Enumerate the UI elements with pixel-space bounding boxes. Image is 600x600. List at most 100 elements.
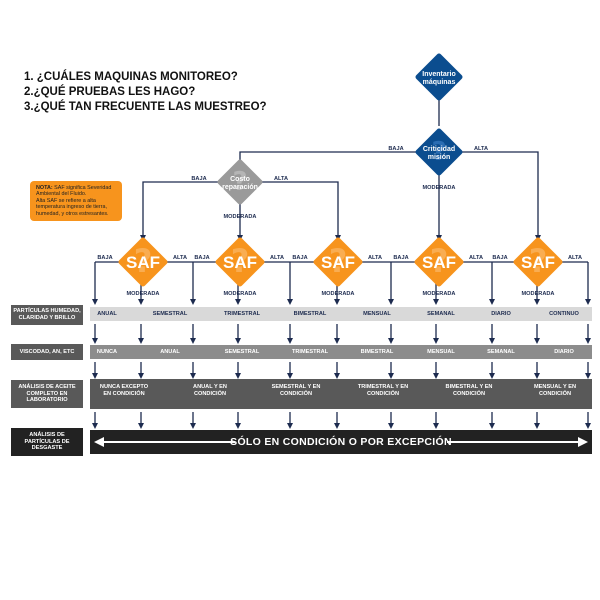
saf-moderate-label: MODERADA (423, 291, 456, 297)
repair-cost-label-2: reparación (222, 184, 258, 191)
row-2-cell: BIMESTRAL (360, 349, 394, 355)
note-text-2: Alta SAF se refiere a alta temperatura i… (36, 197, 109, 217)
row-3-band (90, 379, 592, 409)
saf-node: ?SAF (313, 237, 363, 287)
question-2: 2.¿QUÉ PRUEBAS LES HAGO? (24, 86, 196, 98)
connector-arrow (260, 181, 341, 241)
question-list: 1. ¿CUÁLES MAQUINAS MONITOREO? 2.¿QUÉ PR… (24, 70, 267, 115)
repair-cost-node-shape (217, 159, 263, 205)
criticality-high-label: ALTA (474, 146, 488, 152)
row-3-cell: MENSUAL Y EN CONDICIÓN (534, 384, 576, 397)
row-1-cell: BIMESTRAL (293, 311, 327, 317)
saf-label: SAF (223, 253, 257, 272)
row-3-cell: BIMESTRAL Y EN CONDICIÓN (445, 384, 493, 397)
saf-label: SAF (321, 253, 355, 272)
saf-high-label: ALTA (469, 255, 483, 261)
inventory-label-2: máquinas (423, 79, 456, 86)
saf-low-label: BAJA (292, 255, 307, 261)
criticality-moderate-label: MODERADA (423, 185, 456, 191)
saf-node: ?SAF (215, 237, 265, 287)
saf-question-mark: ? (231, 242, 250, 280)
inventory-node-shape (415, 53, 463, 101)
saf-moderate-label: MODERADA (127, 291, 160, 297)
saf-node-shape (118, 237, 168, 287)
row-4-label: ANÁLISIS DE PARTÍCULAS DE DESGASTE (11, 428, 83, 456)
question-1: 1. ¿CUÁLES MAQUINAS MONITOREO? (24, 71, 238, 83)
row-2-label: VISCODAD, AN, ETC (11, 344, 83, 360)
row-2-band (90, 345, 592, 359)
saf-node: ?SAF (513, 237, 563, 287)
row-2-cell: ANUAL (160, 349, 180, 355)
row-3-cell: SEMESTRAL Y EN CONDICIÓN (271, 384, 321, 397)
row-3-cell: ANUAL Y EN CONDICIÓN (193, 384, 227, 397)
saf-question-mark: ? (329, 242, 348, 280)
saf-question-mark: ? (430, 242, 449, 280)
connector-arrow (461, 151, 541, 241)
saf-question-mark: ? (529, 242, 548, 280)
row-3-cell: NUNCA EXCEPTO EN CONDICIÓN (99, 384, 149, 397)
saf-low-label: BAJA (492, 255, 507, 261)
saf-low-label: BAJA (194, 255, 209, 261)
cost-high-label: ALTA (274, 176, 288, 182)
row-1-cell: DIARIO (491, 311, 511, 317)
cost-low-label: BAJA (191, 176, 206, 182)
connector-arrow (140, 181, 220, 241)
criticality-label-2: misión (428, 154, 451, 161)
saf-moderate-label: MODERADA (322, 291, 355, 297)
row-2-cell: NUNCA (96, 349, 118, 355)
saf-high-label: ALTA (568, 255, 582, 261)
saf-label: SAF (126, 253, 160, 272)
question-3: 3.¿QUÉ TAN FRECUENTE LAS MUESTREO? (24, 101, 267, 113)
saf-note: NOTA: SAF significa Severidad Ambiental … (30, 181, 122, 221)
saf-high-label: ALTA (270, 255, 284, 261)
saf-node-shape (414, 237, 464, 287)
criticality-question-mark: ? (431, 137, 446, 167)
note-text-1: SAF significa Severidad Ambiental del Fl… (36, 185, 112, 198)
saf-node-shape (313, 237, 363, 287)
saf-node-shape (215, 237, 265, 287)
row-2-cell: TRIMESTRAL (291, 349, 329, 355)
banner-arrow-left (94, 437, 104, 447)
row-3-cell: TRIMESTRAL Y EN CONDICIÓN (357, 384, 409, 397)
saf-moderate-label: MODERADA (522, 291, 555, 297)
connector-line (239, 151, 417, 160)
row-1-band (90, 307, 592, 321)
row-1-cell: TRIMESTRAL (223, 311, 261, 317)
saf-low-label: BAJA (97, 255, 112, 261)
banner-text: SÓLO EN CONDICIÓN O POR EXCEPCIÓN (230, 436, 452, 448)
row-1-cell: ANUAL (97, 311, 117, 317)
row-3-label: ANÁLISIS DE ACEITE COMPLETO EN LABORATOR… (11, 380, 83, 408)
repair-cost-label-1: Costo (230, 176, 250, 183)
row-1-cell: MENSUAL (363, 311, 391, 317)
saf-node-shape (513, 237, 563, 287)
decision-nodes: Inventariomáquinas?Criticidadmisión?Cost… (118, 53, 563, 287)
saf-moderate-label: MODERADA (224, 291, 257, 297)
cost-moderate-label: MODERADA (224, 214, 257, 220)
row-2-cell: SEMANAL (487, 349, 515, 355)
row-1-label: PARTÍCULAS HUMEDAD, CLARIDAD Y BRILLO (11, 305, 83, 325)
saf-high-label: ALTA (368, 255, 382, 261)
criticality-node-shape (415, 128, 463, 176)
row-1-cell: SEMESTRAL (152, 311, 188, 317)
branch-labels: BAJA ALTA MODERADA BAJA ALTA MODERADA BAJA ALTA… (97, 146, 582, 297)
row-1-cell: CONTINUO (549, 311, 579, 317)
saf-high-label: ALTA (173, 255, 187, 261)
row-2-cell: MENSUAL (427, 349, 455, 355)
banner-arrows (94, 437, 588, 447)
note-bold: NOTA: (36, 185, 53, 191)
row-1-cell: SEMANAL (427, 311, 455, 317)
saf-label: SAF (521, 253, 555, 272)
saf-node: ?SAF (414, 237, 464, 287)
row-2-cell: DIARIO (554, 349, 574, 355)
criticality-label-1: Criticidad (423, 146, 455, 153)
criticality-low-label: BAJA (388, 146, 403, 152)
saf-low-label: BAJA (393, 255, 408, 261)
saf-node: ?SAF (118, 237, 168, 287)
row-2-cell: SEMESTRAL (224, 349, 260, 355)
saf-question-mark: ? (134, 242, 153, 280)
banner-arrow-right (578, 437, 588, 447)
saf-label: SAF (422, 253, 456, 272)
